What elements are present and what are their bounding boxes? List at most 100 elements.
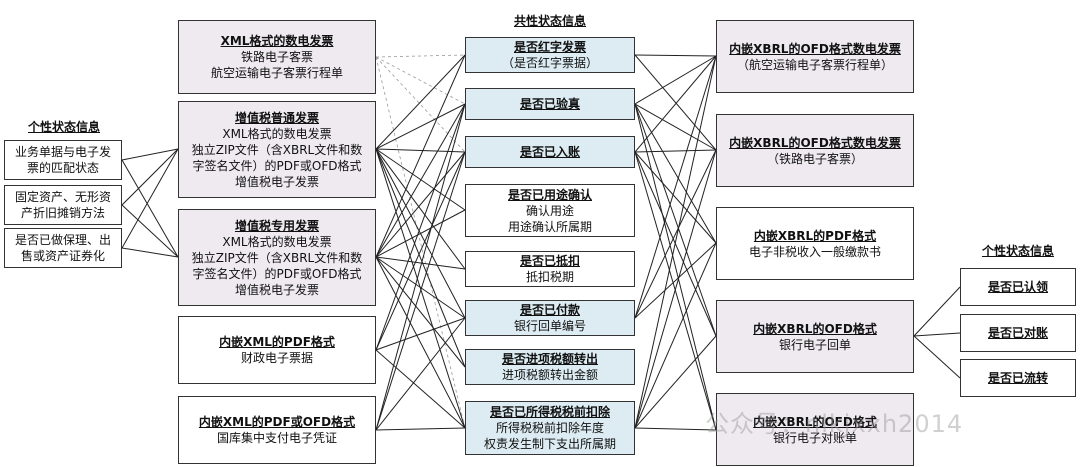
middle-connector-line	[375, 148, 466, 153]
status-circulated-box: 是否已流转	[960, 359, 1076, 397]
middle-connector-line	[375, 151, 466, 258]
invoice-box-title: 增值税普通发票	[234, 110, 319, 125]
right-connector-line	[634, 151, 717, 244]
left-status-line: 业务单据与电子发	[14, 145, 111, 159]
common-status-verified: 是否已验真	[465, 88, 635, 120]
right-doc-title: 内嵌XBRL的OFD格式	[753, 321, 877, 336]
common-status-title: 是否已付款	[519, 303, 580, 317]
left-section-header: 个性状态信息	[27, 120, 100, 134]
right-doc-bank-statement: 内嵌XBRL的OFD格式 银行电子对账单	[716, 393, 914, 466]
common-status-line: 用途确认所属期	[507, 219, 592, 234]
common-status-title: 是否已所得税税前扣除	[489, 405, 610, 419]
middle-section-header: 共性状态信息	[513, 14, 586, 28]
middle-connector-line	[375, 103, 466, 351]
middle-connector-line	[375, 148, 466, 319]
left-status-line: 售或资产证券化	[20, 249, 105, 263]
invoice-box-line: 字签名文件）的PDF或OFD格式	[192, 158, 362, 173]
invoice-box-line: 铁路电子客票	[240, 50, 313, 64]
left-connector-line	[121, 148, 179, 161]
middle-connector-line	[375, 148, 466, 429]
middle-connector-line	[375, 317, 466, 431]
invoice-box-line: XML格式的数电发票	[222, 234, 332, 249]
invoice-box-vat-general: 增值税普通发票 XML格式的数电发票 独立ZIP文件（含XBRL文件和数 字签名…	[178, 101, 376, 198]
status-label: 是否已对账	[987, 326, 1048, 340]
left-status-line: 固定资产、无形资	[14, 190, 111, 204]
right-connector-line	[634, 427, 717, 431]
left-status-line: 产折旧摊销方法	[20, 206, 105, 220]
right-connector-line	[634, 242, 717, 319]
right-doc-title: 内嵌XBRL的OFD格式	[753, 414, 877, 429]
invoice-box-title: 增值税专用发票	[234, 218, 319, 233]
right-doc-line: 银行电子对账单	[772, 430, 857, 445]
common-status-line: 所得税税前扣除年度	[495, 421, 604, 435]
middle-connector-line	[375, 54, 466, 258]
left-connector-line	[121, 247, 179, 258]
common-status-line: 确认用途	[525, 203, 574, 218]
left-status-line: 是否已做保理、出	[14, 233, 111, 247]
status-label: 是否已流转	[987, 371, 1048, 385]
right-doc-nontax-payment: 内嵌XBRL的PDF格式 电子非税收入一般缴款书	[716, 207, 914, 280]
invoice-box-line: 国库集中支付电子凭证	[216, 431, 337, 445]
invoice-box-vat-special: 增值税专用发票 XML格式的数电发票 独立ZIP文件（含XBRL文件和数 字签名…	[178, 209, 376, 306]
invoice-box-line: 独立ZIP文件（含XBRL文件和数	[191, 250, 363, 265]
status-reconciled-box: 是否已对账	[960, 314, 1076, 352]
invoice-box-line: 字签名文件）的PDF或OFD格式	[192, 266, 362, 281]
invoice-box-fiscal: 内嵌XML的PDF格式 财政电子票据	[178, 316, 376, 384]
common-status-title: 是否进项税额转出	[501, 352, 598, 366]
right-connector-line	[634, 103, 717, 431]
right-doc-line: （铁路电子客票）	[766, 151, 863, 166]
middle-connector-line	[375, 148, 466, 211]
middle-connector-line	[375, 349, 466, 429]
right-connector-line	[634, 55, 717, 153]
status-connector-line	[913, 335, 961, 379]
invoice-box-line: 财政电子票据	[240, 351, 313, 365]
right-doc-bank-receipt: 内嵌XBRL的OFD格式 银行电子回单	[716, 300, 914, 373]
right-doc-line: 银行电子回单	[778, 337, 851, 352]
right-connector-line	[634, 242, 717, 429]
left-connector-line	[121, 204, 179, 258]
middle-connector-line	[375, 151, 466, 431]
left-status-line: 票的匹配状态	[26, 161, 99, 175]
middle-connector-line	[375, 151, 466, 351]
right-connector-line	[634, 149, 717, 153]
left-connector-line	[121, 148, 179, 249]
middle-connector-line	[375, 54, 466, 150]
middle-connector-line	[375, 56, 466, 105]
invoice-box-title: 内嵌XML的PDF或OFD格式	[198, 415, 356, 429]
invoice-box-line: 增值税电子发票	[234, 282, 319, 297]
right-connector-line	[634, 151, 717, 337]
invoice-box-title: 内嵌XML的PDF格式	[219, 335, 335, 349]
middle-connector-line	[375, 148, 466, 270]
invoice-box-line: 独立ZIP文件（含XBRL文件和数	[191, 142, 363, 157]
right-doc-line: （航空运输电子客票行程单）	[736, 57, 893, 72]
right-connector-line	[634, 151, 717, 431]
right-doc-flight-itinerary: 内嵌XBRL的OFD格式数电发票 （航空运输电子客票行程单）	[716, 20, 914, 93]
middle-connector-line	[375, 256, 466, 270]
invoice-box-line: XML格式的数电发票	[222, 126, 332, 141]
right-connector-line	[634, 149, 717, 319]
common-status-title: 是否已验真	[519, 97, 580, 111]
common-status-income-tax: 是否已所得税税前扣除 所得税税前扣除年度 权责发生制下支出所属期	[465, 401, 635, 455]
invoice-box-line: 航空运输电子客票行程单	[210, 66, 343, 80]
watermark-text: 公众号：nlkjxxh2014	[705, 410, 964, 438]
common-status-title: 是否红字发票	[513, 40, 586, 54]
right-connector-line	[634, 103, 717, 244]
right-connector-line	[634, 54, 717, 57]
right-connector-line	[634, 55, 717, 319]
middle-connector-line	[375, 317, 466, 351]
middle-connector-line	[375, 103, 466, 258]
middle-connector-line	[375, 256, 466, 319]
middle-connector-line	[375, 103, 466, 431]
invoice-box-title: XML格式的数电发票	[220, 34, 334, 48]
left-status-box: 固定资产、无形资 产折旧摊销方法	[4, 185, 122, 225]
left-connector-line	[121, 159, 179, 258]
common-status-line: （是否红字票据）	[501, 56, 598, 70]
invoice-box-xml: XML格式的数电发票 铁路电子客票 航空运输电子客票行程单	[178, 20, 376, 94]
common-status-transfer: 是否进项税额转出 进项税额转出金额	[465, 349, 635, 385]
status-claimed-box: 是否已认领	[960, 268, 1076, 306]
right-doc-line: 电子非税收入一般缴款书	[748, 244, 881, 259]
middle-connector-line	[375, 256, 466, 368]
right-doc-title: 内嵌XBRL的OFD格式数电发票	[729, 135, 901, 150]
left-status-box: 是否已做保理、出 售或资产证券化	[4, 228, 122, 268]
common-status-line: 银行回单编号	[513, 319, 586, 333]
